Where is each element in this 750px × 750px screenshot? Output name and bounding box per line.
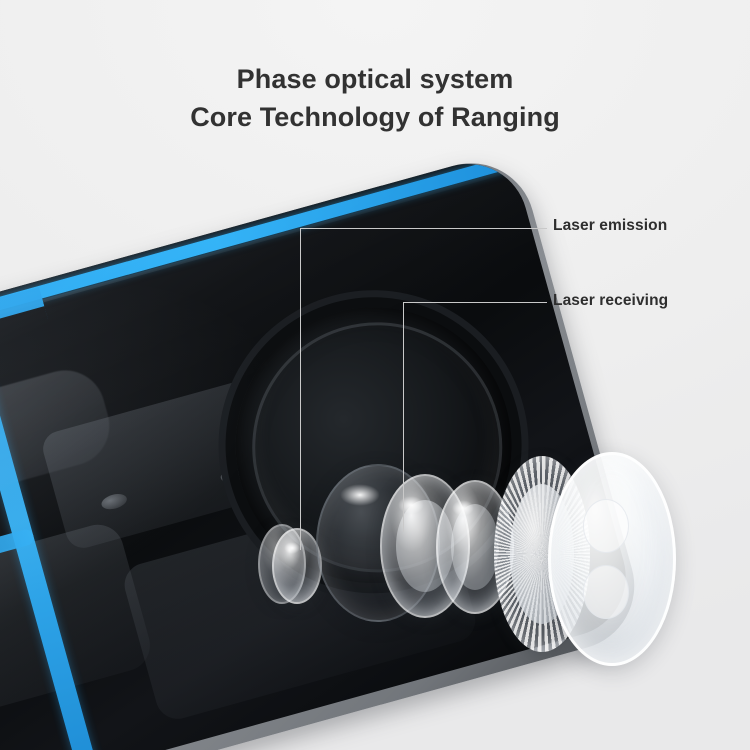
lens-highlight bbox=[452, 500, 474, 516]
body-sheen bbox=[0, 150, 640, 750]
lens-aperture-lower bbox=[583, 565, 629, 619]
headline: Phase optical system Core Technology of … bbox=[0, 60, 750, 137]
lens-aperture-upper bbox=[583, 499, 629, 553]
callout-label-laser-emission: Laser emission bbox=[553, 217, 668, 234]
headline-line-2: Core Technology of Ranging bbox=[190, 102, 560, 133]
lens-highlight bbox=[340, 484, 380, 506]
lens-front-lens-outer bbox=[548, 452, 676, 666]
lens-highlight bbox=[284, 542, 300, 554]
callout-label-laser-receiving: Laser receiving bbox=[553, 292, 669, 309]
leader-line-emission-horizontal bbox=[300, 228, 547, 229]
lens-emitter-lens-small bbox=[272, 528, 322, 604]
headline-line-1: Phase optical system bbox=[236, 64, 514, 94]
device-body bbox=[0, 150, 640, 750]
leader-line-receiving-vertical bbox=[403, 302, 404, 532]
lens-highlight bbox=[398, 496, 424, 514]
lens-inner-ring bbox=[451, 504, 499, 590]
leader-line-emission-vertical bbox=[300, 228, 301, 550]
leader-line-receiving-horizontal bbox=[403, 302, 547, 303]
laser-rangefinder-device bbox=[0, 148, 654, 750]
